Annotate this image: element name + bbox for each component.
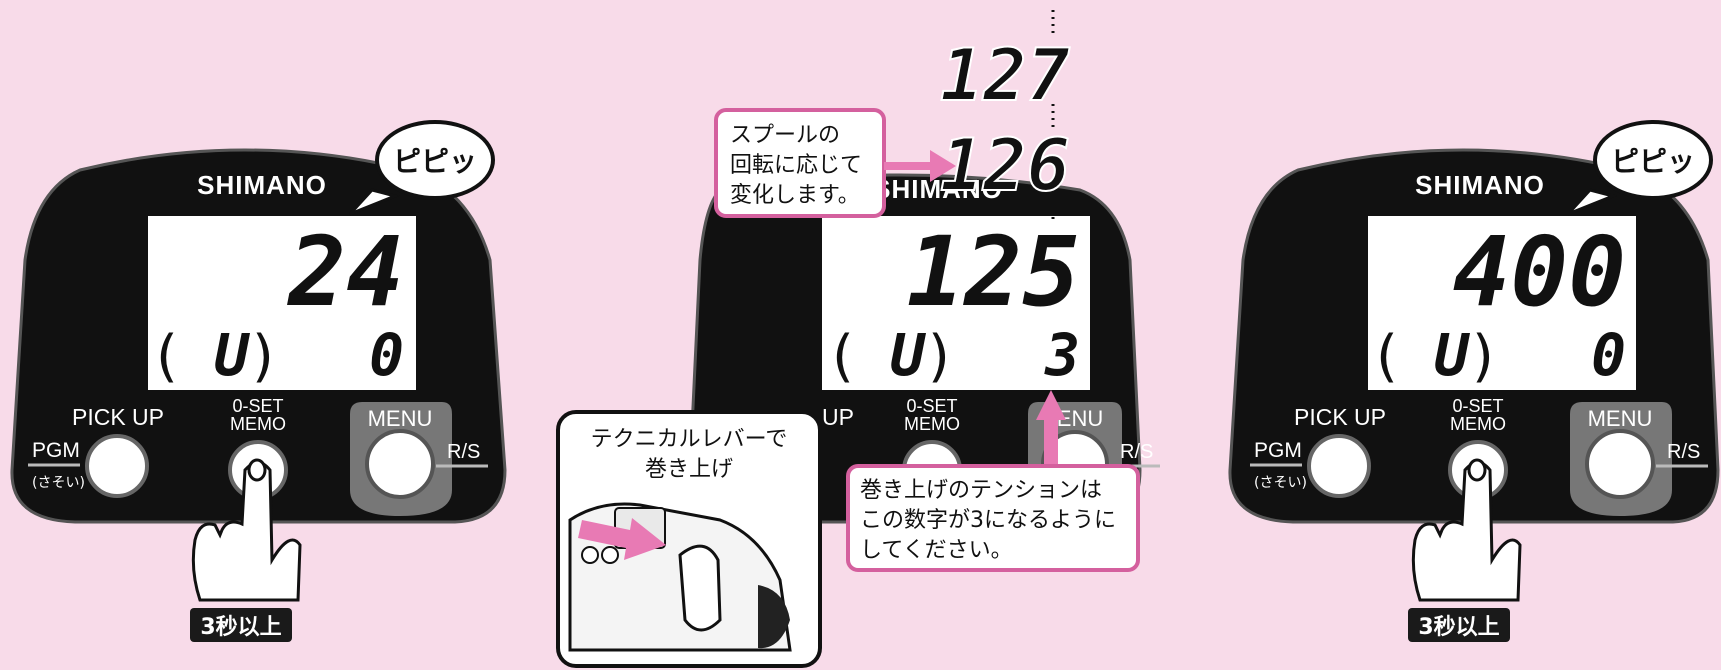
lcd-unit: U	[1434, 321, 1471, 389]
lcd-screen	[148, 216, 416, 390]
hold-badge-text: 3秒以上	[200, 615, 281, 640]
lcd-paren-open: (	[1376, 324, 1398, 389]
lcd-paren-close: )	[252, 324, 274, 389]
lcd-paren-open: (	[832, 324, 854, 389]
pressing-finger-icon	[191, 458, 302, 602]
callout-tension: 巻き上げのテンションは この数字が3になるように してください。	[846, 390, 1140, 572]
callout-tension-line-1: 巻き上げのテンションは	[860, 478, 1102, 503]
lcd-main-value: 24	[286, 216, 404, 328]
lcd-unit: U	[214, 321, 251, 389]
pgm-sub-label: (さそい)	[32, 475, 85, 491]
callout-spool-line-2: 回転に応じて	[730, 153, 862, 178]
pickup-label: PICK UP	[72, 404, 164, 430]
lcd-sub-value: 3	[1044, 321, 1080, 389]
count-top: 127	[940, 33, 1071, 117]
arrow-up-icon	[1036, 390, 1066, 466]
pickup-button[interactable]	[1307, 434, 1371, 498]
oset-label-2: MEMO	[230, 414, 286, 434]
pickup-label: UP	[822, 404, 854, 430]
brand-logo: SHIMANO	[873, 174, 1003, 204]
beep-speech-bubble: ピピッ	[348, 120, 495, 216]
oset-label-1: 0-SET	[232, 396, 283, 416]
lcd-main-value: 400	[1453, 216, 1626, 328]
beep-text: ピピッ	[1611, 145, 1695, 178]
brand-logo: SHIMANO	[1415, 170, 1545, 200]
menu-label: MENU	[368, 406, 433, 431]
oset-label-2: MEMO	[904, 414, 960, 434]
push-arrow-icon	[578, 518, 666, 560]
menu-label: MENU	[1588, 406, 1653, 431]
pressing-finger-icon	[1411, 458, 1522, 602]
callout-tension-line-2: この数字が3になるように	[860, 508, 1116, 533]
arrow-right-icon	[884, 150, 956, 182]
hold-badge	[190, 608, 292, 642]
oset-label-2: MEMO	[1450, 414, 1506, 434]
hold-badge	[1408, 608, 1510, 642]
pgm-sub-label: (さそい)	[1254, 475, 1307, 491]
rs-label: R/S	[1120, 441, 1153, 463]
pickup-label: PICK UP	[1294, 404, 1386, 430]
lcd-main-value: 125	[907, 216, 1080, 328]
panel-right: SHIMANO 400 ( U ) 0 ピピッ PGM (さそい) PICK U…	[1228, 120, 1720, 642]
oset-label-1: 0-SET	[1452, 396, 1503, 416]
rs-label: R/S	[1667, 441, 1700, 463]
lcd-paren-open: (	[156, 324, 178, 389]
callout-spool-line-3: 変化します。	[730, 183, 860, 208]
callout-tension-line-3: してください。	[860, 538, 1013, 563]
lever-title-line-2: 巻き上げ	[645, 457, 733, 482]
beep-speech-bubble: ピピッ	[1566, 120, 1713, 216]
spool-count-sequence: 127 126	[939, 10, 1072, 222]
callout-spool-line-1: スプールの	[730, 123, 840, 148]
oset-label-1: 0-SET	[906, 396, 957, 416]
lcd-screen	[822, 216, 1090, 390]
lcd-screen	[1368, 216, 1636, 390]
count-mid: 126	[940, 123, 1070, 207]
pgm-label: PGM	[32, 439, 80, 462]
lever-inset: テクニカルレバーで 巻き上げ	[556, 410, 822, 668]
lcd-sub-value: 0	[1591, 321, 1626, 389]
lcd-unit: U	[890, 321, 927, 389]
beep-text: ピピッ	[393, 145, 477, 178]
panel-middle: SHIMANO 125 ( U ) 3 UP 0-SET MEMO ENU R/…	[556, 10, 1160, 668]
lcd-paren-close: )	[1472, 324, 1494, 389]
rs-label: R/S	[447, 441, 480, 463]
pgm-label: PGM	[1254, 439, 1302, 462]
lcd-paren-close: )	[928, 324, 950, 389]
panel-left: SHIMANO 24 ( U ) 0 ピピッ PGM (さそい) PICK UP…	[10, 120, 507, 642]
menu-button[interactable]	[365, 429, 435, 499]
menu-button[interactable]	[1585, 429, 1655, 499]
brand-logo: SHIMANO	[197, 170, 327, 200]
hold-badge-text: 3秒以上	[1418, 615, 1499, 640]
lever-title-line-1: テクニカルレバーで	[591, 427, 788, 452]
lcd-sub-value: 0	[369, 321, 404, 389]
pickup-button[interactable]	[85, 434, 149, 498]
callout-spool: スプールの 回転に応じて 変化します。	[714, 108, 956, 218]
